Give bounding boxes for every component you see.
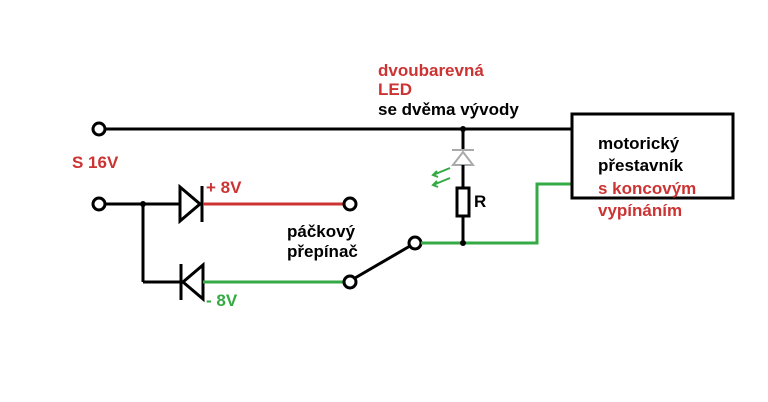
led-arrow-1-head [431,170,439,178]
switch-contact-upper [342,196,358,212]
label-plus-8v: + 8V [206,178,242,197]
resistor [455,186,471,218]
label-resistor: R [474,192,486,211]
label-led-3: se dvěma vývody [378,100,519,119]
label-source: S 16V [72,153,119,172]
label-minus-8v: - 8V [206,291,238,310]
led-triangle [450,150,476,166]
switch-output-wire [421,182,573,245]
led-arrow-2-head [431,180,439,188]
terminal-top [91,121,107,137]
motor-box [570,112,735,200]
switch-pivot [407,235,423,251]
label-motor-2: přestavník [598,156,684,175]
label-motor-3: s koncovým [598,179,696,198]
led-arrow-1 [432,167,451,176]
diode-lower-triangle [180,261,205,303]
switch-contact-lower [342,274,358,290]
label-switch-1: páčkový [287,222,356,241]
diode-upper-triangle [178,183,203,225]
label-switch-2: přepínač [287,242,358,261]
label-motor-1: motorický [598,134,680,153]
label-led-1: dvoubarevná [378,61,484,80]
label-motor-4: vypínáním [598,201,682,220]
led-arrow-2 [432,177,451,186]
terminal-bottom [91,196,107,212]
label-led-2: LED [378,80,412,99]
switch-lever [354,244,411,280]
